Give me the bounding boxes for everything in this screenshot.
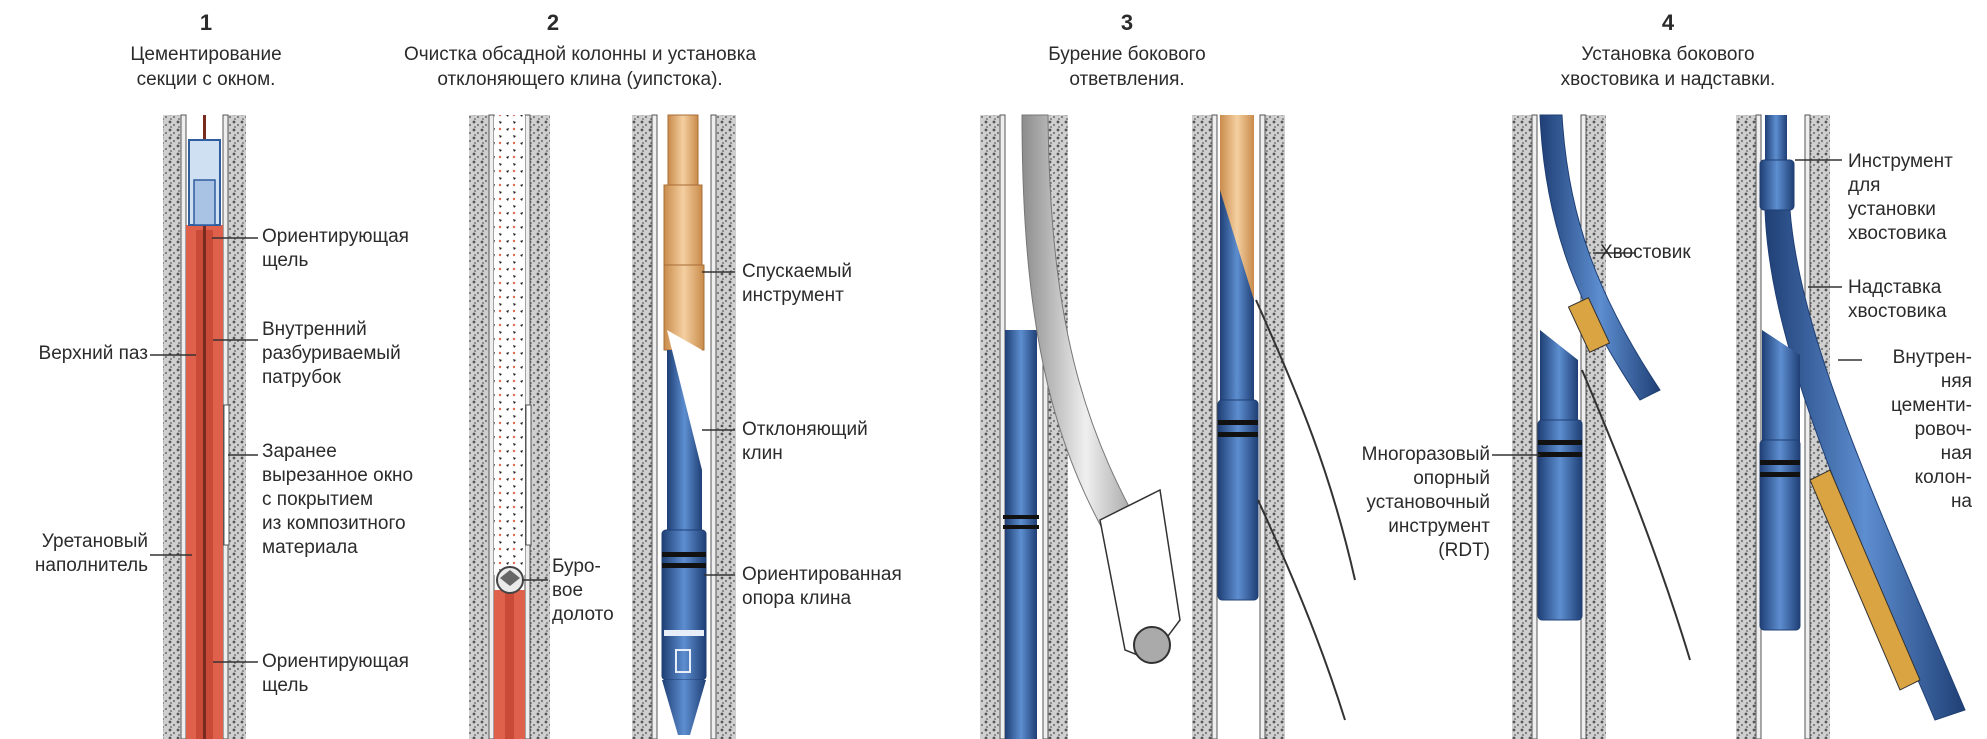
- label-line: установки: [1848, 198, 1953, 222]
- label-line: Многоразовый: [1330, 443, 1490, 467]
- label-line: Надставка: [1848, 276, 1947, 300]
- label-liner-extension: Надставка хвостовика: [1848, 276, 1947, 324]
- label-line: Ориентирующая: [262, 225, 409, 249]
- label-line: (RDT): [1330, 539, 1490, 563]
- label-whipstock: Отклоняющий клин: [742, 418, 868, 466]
- label-line: установочный: [1330, 491, 1490, 515]
- label-line: Уретановый: [8, 530, 148, 554]
- panel-3-well-left: [980, 115, 1180, 739]
- label-line: Ориентированная: [742, 563, 902, 587]
- panel-1-well: [150, 115, 258, 739]
- panel-1-number: 1: [176, 10, 236, 36]
- panel-2-title: Очистка обсадной колонны и установка отк…: [370, 42, 790, 92]
- panel-4-title-line: хвостовика и надставки.: [1528, 67, 1808, 92]
- label-window: Заранее вырезанное окно с покрытием из к…: [262, 440, 413, 560]
- label-line: на: [1842, 490, 1972, 514]
- panel-3-title-line: Бурение бокового: [1017, 42, 1237, 67]
- panel-4-number: 4: [1638, 10, 1698, 36]
- panel-3-title-line: ответвления.: [1017, 67, 1237, 92]
- panel-2-well-right: [632, 115, 736, 739]
- label-line: щель: [262, 674, 409, 698]
- label-liner-setting-tool: Инструмент для установки хвостовика: [1848, 150, 1953, 246]
- label-liner: Хвостовик: [1600, 241, 1691, 265]
- label-line: хвостовика: [1848, 222, 1953, 246]
- label-line: Инструмент: [1848, 150, 1953, 174]
- label-line: Спускаемый: [742, 260, 852, 284]
- panel-3-title: Бурение бокового ответвления.: [1017, 42, 1237, 92]
- label-line: хвостовика: [1848, 300, 1947, 324]
- panel-2-title-line: Очистка обсадной колонны и установка: [370, 42, 790, 67]
- label-line: материала: [262, 536, 413, 560]
- label-line: вырезанное окно: [262, 464, 413, 488]
- panel-2-title-line: отклоняющего клина (уипстока).: [370, 67, 790, 92]
- label-line: ная: [1842, 442, 1972, 466]
- label-line: Внутрен-: [1842, 346, 1972, 370]
- label-line: для: [1848, 174, 1953, 198]
- label-line: Ориентирующая: [262, 650, 409, 674]
- label-line: опора клина: [742, 587, 902, 611]
- label-line: инструмент: [742, 284, 852, 308]
- label-line: колон-: [1842, 466, 1972, 490]
- label-line: опорный: [1330, 467, 1490, 491]
- panel-4-well-left: [1492, 115, 1690, 739]
- label-line: разбуриваемый: [262, 342, 401, 366]
- label-inner-cement-string: Внутрен- няя цементи- ровоч- ная колон- …: [1842, 346, 1972, 514]
- panel-4-title-line: Установка бокового: [1528, 42, 1808, 67]
- label-whipstock-anchor: Ориентированная опора клина: [742, 563, 902, 611]
- label-line: цементи-: [1842, 394, 1972, 418]
- label-upper-groove: Верхний паз: [10, 342, 148, 366]
- label-drill-bit: Буро- вое долото: [552, 555, 614, 627]
- panel-1-title-line: секции с окном.: [96, 67, 316, 92]
- label-running-tool: Спускаемый инструмент: [742, 260, 852, 308]
- label-line: инструмент: [1330, 515, 1490, 539]
- label-line: ровоч-: [1842, 418, 1972, 442]
- label-line: Буро-: [552, 555, 614, 579]
- panel-3-well-right: [1192, 115, 1355, 739]
- label-line: Хвостовик: [1600, 241, 1691, 265]
- label-line: вое: [552, 579, 614, 603]
- label-line: щель: [262, 249, 409, 273]
- label-line: няя: [1842, 370, 1972, 394]
- label-line: с покрытием: [262, 488, 413, 512]
- label-line: клин: [742, 442, 868, 466]
- label-line: наполнитель: [8, 554, 148, 578]
- label-line: из композитного: [262, 512, 413, 536]
- label-line: Верхний паз: [10, 342, 148, 366]
- label-orient-slot-top: Ориентирующая щель: [262, 225, 409, 273]
- panel-2-number: 2: [523, 10, 583, 36]
- panel-2-well-left: [469, 115, 550, 739]
- label-line: патрубок: [262, 366, 401, 390]
- panel-4-title: Установка бокового хвостовика и надставк…: [1528, 42, 1808, 92]
- label-rdt: Многоразовый опорный установочный инстру…: [1330, 443, 1490, 563]
- label-urethane-filler: Уретановый наполнитель: [8, 530, 148, 578]
- panel-3-number: 3: [1097, 10, 1157, 36]
- label-orient-slot-bottom: Ориентирующая щель: [262, 650, 409, 698]
- label-line: Заранее: [262, 440, 413, 464]
- label-inner-sub: Внутренний разбуриваемый патрубок: [262, 318, 401, 390]
- label-line: Отклоняющий: [742, 418, 868, 442]
- label-line: долото: [552, 603, 614, 627]
- panel-1-title: Цементирование секции с окном.: [96, 42, 316, 92]
- label-line: Внутренний: [262, 318, 401, 342]
- panel-1-title-line: Цементирование: [96, 42, 316, 67]
